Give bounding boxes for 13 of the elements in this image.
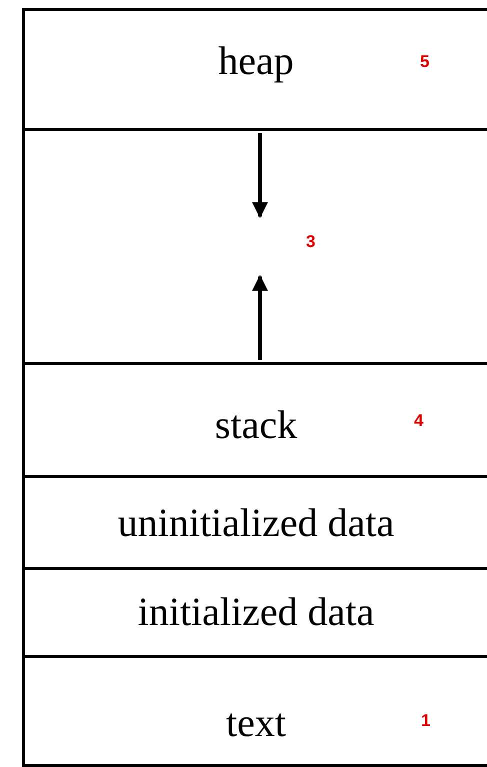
- segment-label: initialized data: [138, 589, 374, 634]
- segment-label: heap: [218, 38, 294, 83]
- callout-number: 1: [421, 712, 430, 729]
- segment-label: text: [226, 700, 286, 745]
- arrow: [252, 133, 268, 218]
- callout-number: 4: [414, 412, 424, 429]
- memory-segment-box: [22, 655, 487, 767]
- callout-number: 3: [306, 233, 316, 250]
- segment-label: uninitialized data: [118, 500, 394, 545]
- arrow: [252, 274, 268, 360]
- callout-number: 5: [420, 53, 430, 70]
- memory-segment-box: [22, 8, 487, 131]
- segment-label: stack: [214, 402, 298, 447]
